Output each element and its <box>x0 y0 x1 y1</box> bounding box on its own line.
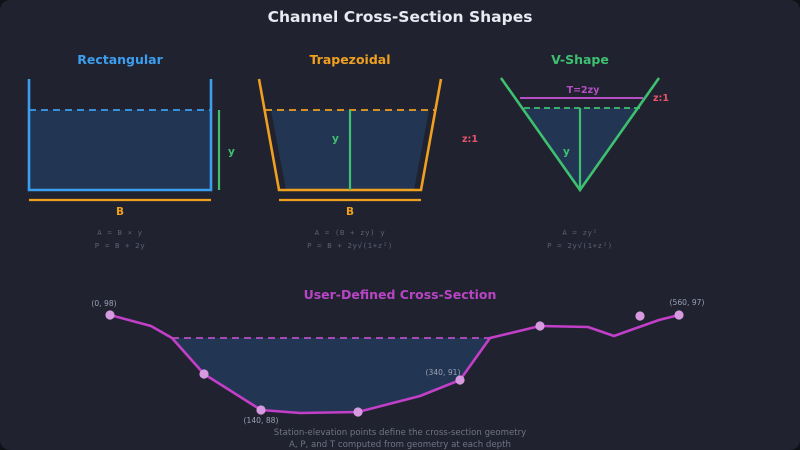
profile-point[interactable] <box>455 375 465 385</box>
panel-title-vshape: V-Shape <box>551 52 609 67</box>
profile-point[interactable] <box>199 369 209 379</box>
slope-label-vshape: z:1 <box>653 93 669 104</box>
depth-label-rectangular: y <box>228 146 235 158</box>
channel-outline-rectangular <box>27 79 213 192</box>
profile-point[interactable] <box>256 405 266 415</box>
panel-title-trapezoidal: Trapezoidal <box>310 52 391 67</box>
panel-trapezoidal: Trapezoidal y z:1 B A = (B + zy) y P = B… <box>257 52 478 250</box>
slope-label-trapezoidal: z:1 <box>462 134 478 145</box>
point-label-3: (560, 97) <box>670 298 705 307</box>
panel-title-rectangular: Rectangular <box>77 52 163 67</box>
panel-vshape: V-Shape T=2zy y z:1 A = zy² P = 2y√(1+z²… <box>499 52 669 250</box>
profile-point[interactable] <box>353 407 363 417</box>
formula-perimeter-rectangular: P = B + 2y <box>95 241 146 250</box>
user-section-title: User-Defined Cross-Section <box>304 287 497 302</box>
panel-rectangular: Rectangular y B A = B × y P = B + 2y <box>27 52 235 250</box>
formula-perimeter-vshape: P = 2y√(1+z²) <box>547 241 613 250</box>
base-label-rectangular: B <box>116 206 124 218</box>
point-label-1: (140, 88) <box>244 416 279 425</box>
depth-label-trapezoidal: y <box>332 133 339 145</box>
caption-line-2: A, P, and T computed from geometry at ea… <box>289 440 511 450</box>
profile-point[interactable] <box>105 310 115 320</box>
water-fill-rectangular <box>29 110 211 190</box>
depth-label-vshape: y <box>563 146 570 158</box>
point-label-2: (340, 91) <box>426 368 461 377</box>
formula-area-trapezoidal: A = (B + zy) y <box>315 228 386 237</box>
formula-area-vshape: A = zy² <box>562 228 597 237</box>
water-fill-user-defined <box>172 338 490 413</box>
profile-line-user-defined <box>108 313 681 415</box>
point-label-0: (0, 98) <box>91 299 116 308</box>
top-width-label-vshape: T=2zy <box>567 85 601 96</box>
profile-point[interactable] <box>674 310 684 320</box>
caption-line-1: Station-elevation points define the cros… <box>274 428 526 438</box>
page-title: Channel Cross-Section Shapes <box>268 8 533 26</box>
formula-area-rectangular: A = B × y <box>97 228 142 237</box>
profile-point[interactable] <box>535 321 545 331</box>
panel-user-defined: User-Defined Cross-Section (0, 98) (140,… <box>91 287 704 450</box>
base-label-trapezoidal: B <box>346 206 354 218</box>
formula-perimeter-trapezoidal: P = B + 2y√(1+z²) <box>307 241 393 250</box>
profile-point[interactable] <box>635 311 645 321</box>
